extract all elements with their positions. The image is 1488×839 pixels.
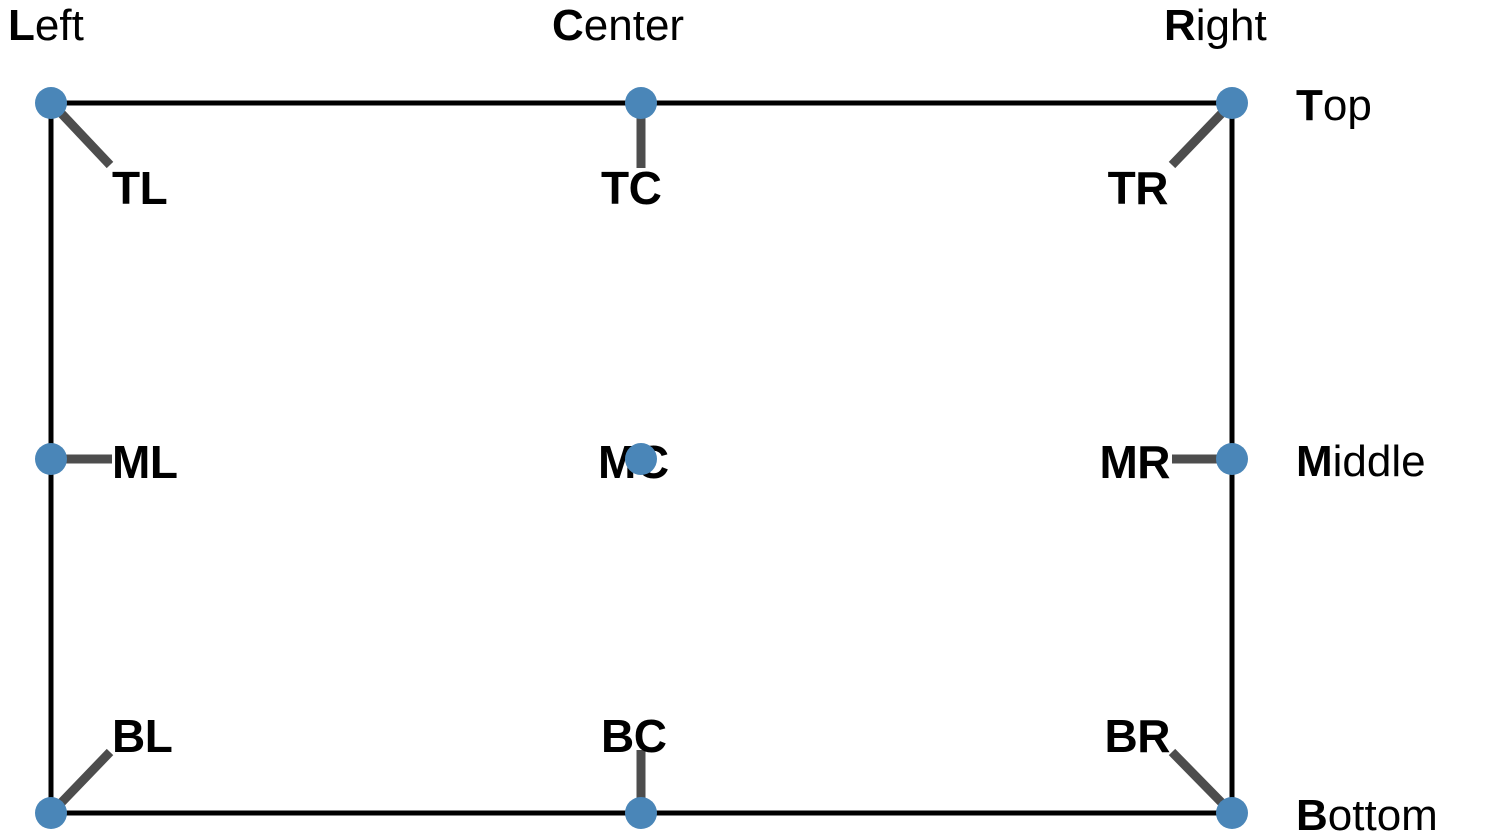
node-label-tc: TC bbox=[601, 162, 661, 214]
anchor-node-tc[interactable] bbox=[625, 87, 657, 119]
anchor-node-mc[interactable] bbox=[625, 443, 657, 475]
node-label-mr: MR bbox=[1099, 436, 1170, 488]
axis-title-initial-bottom: B bbox=[1296, 791, 1328, 839]
axis-title-initial-left: L bbox=[8, 1, 35, 50]
node-label-tl: TL bbox=[112, 162, 167, 214]
node-label-bc: BC bbox=[601, 710, 666, 762]
node-label-bl: BL bbox=[112, 710, 172, 762]
node-labels: TLTCTRMLMCMRBLBCBR bbox=[112, 162, 1171, 762]
anchor-nodes[interactable] bbox=[35, 87, 1248, 829]
anchor-node-br[interactable] bbox=[1216, 797, 1248, 829]
leader-line-br bbox=[1168, 748, 1227, 808]
axis-title-bottom: Bottom bbox=[1296, 791, 1438, 839]
node-label-ml: ML bbox=[112, 436, 177, 488]
leader-line-tr bbox=[1168, 108, 1227, 169]
axis-title-left: Left bbox=[8, 1, 84, 50]
anchor-node-bc[interactable] bbox=[625, 797, 657, 829]
axis-title-initial-top: T bbox=[1296, 81, 1323, 130]
leader-lines bbox=[56, 108, 1227, 808]
anchor-node-tl[interactable] bbox=[35, 87, 67, 119]
leader-line-bl bbox=[56, 748, 114, 808]
anchor-node-bl[interactable] bbox=[35, 797, 67, 829]
axis-title-right: Right bbox=[1164, 1, 1267, 50]
axis-title-rest-right: ight bbox=[1196, 1, 1267, 50]
node-label-tr: TR bbox=[1108, 162, 1169, 214]
axis-title-initial-right: R bbox=[1164, 1, 1196, 50]
axis-title-rest-center: enter bbox=[584, 1, 684, 50]
anchor-node-mr[interactable] bbox=[1216, 443, 1248, 475]
axis-title-top: Top bbox=[1296, 81, 1372, 130]
anchor-node-tr[interactable] bbox=[1216, 87, 1248, 119]
anchor-node-ml[interactable] bbox=[35, 443, 67, 475]
axis-title-middle: Middle bbox=[1296, 437, 1426, 486]
leader-line-tl bbox=[56, 108, 114, 169]
axis-title-initial-middle: M bbox=[1296, 437, 1333, 486]
axis-title-rest-middle: iddle bbox=[1333, 437, 1426, 486]
axis-title-rest-left: eft bbox=[35, 1, 84, 50]
axis-title-rest-bottom: ottom bbox=[1328, 791, 1438, 839]
axis-title-rest-top: op bbox=[1323, 81, 1372, 130]
axis-title-center: Center bbox=[552, 1, 684, 50]
axis-title-initial-center: C bbox=[552, 1, 584, 50]
node-label-br: BR bbox=[1105, 710, 1171, 762]
